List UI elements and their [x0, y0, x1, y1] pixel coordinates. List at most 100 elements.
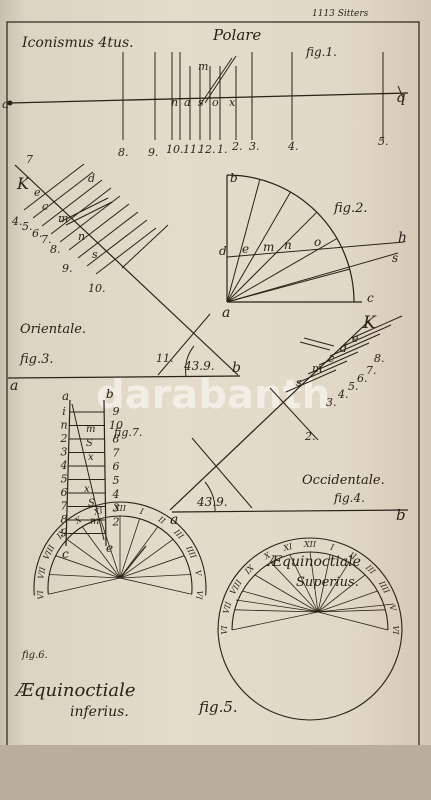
hour-label: 5. — [378, 135, 389, 148]
quadrant-ray — [226, 211, 318, 303]
fig7-c: c — [62, 547, 69, 561]
oriental-letter: c — [42, 200, 48, 213]
oriental-hour: 6. — [32, 227, 43, 240]
hour-ray — [234, 609, 319, 613]
occidental-hour: 8. — [374, 352, 385, 365]
hour-ray — [99, 518, 121, 579]
right-column-label: 10 — [109, 419, 123, 432]
ring-arc — [217, 627, 403, 721]
fig3-label: fig.3. — [19, 352, 54, 367]
style-line — [191, 437, 253, 509]
polar-heading: Polare — [212, 26, 261, 44]
fig7-label: fig.7. — [113, 426, 142, 439]
hour-ray — [66, 539, 121, 579]
oriental-hour: 10. — [88, 282, 106, 295]
oriental-k: K — [16, 174, 30, 193]
fig7-mark: S — [86, 438, 93, 449]
occidental-hour: 6. — [357, 372, 368, 385]
roman-numeral: VI — [220, 625, 229, 635]
right-column-label: 6 — [113, 460, 120, 473]
fig2-b: b — [230, 171, 238, 185]
oriental-letter: s — [92, 248, 98, 261]
hour-line — [307, 351, 359, 375]
ladder-rungs — [67, 411, 106, 534]
occidental-corner-b: b — [396, 506, 406, 524]
right-column-label: 2 — [112, 515, 120, 528]
right-column-label: 3 — [113, 502, 120, 515]
fig2-m: m — [263, 240, 274, 254]
fig2-a: a — [222, 305, 230, 321]
hour-ray — [119, 577, 192, 595]
hour-label: 12. — [198, 143, 216, 156]
fig2-o: o — [314, 235, 321, 249]
fig2-d: d — [219, 244, 227, 258]
right-column-label: 8 — [113, 433, 120, 446]
hour-label: 2. — [231, 140, 243, 153]
occidental-dial-figure: K s m c d e 3. 4. 5. 6. 7. 8. 2. Occiden… — [169, 313, 409, 528]
ring-arc — [217, 537, 403, 631]
hour-label: 3. — [249, 140, 260, 153]
hour-ray — [270, 562, 319, 613]
roman-numeral: II — [156, 514, 168, 526]
hour-line — [41, 179, 103, 227]
hour-ray — [231, 611, 319, 631]
watermark-text: darabanth — [96, 372, 330, 418]
oriental-hour: 8. — [50, 243, 61, 256]
upper-letter-a: a — [184, 96, 191, 109]
oriental-letter: m — [58, 212, 68, 225]
oriental-hour: 9. — [62, 262, 73, 275]
right-column-label: 5 — [113, 474, 120, 487]
fig2-e: e — [242, 242, 249, 256]
oriental-hour: 7. — [41, 233, 52, 246]
left-column-label: 8 — [61, 513, 68, 526]
roman-numeral: V — [387, 604, 398, 613]
occidental-hour: 7. — [366, 364, 377, 377]
hour-ray — [317, 609, 386, 613]
upper-letter-n: n — [171, 96, 178, 109]
fig2-h: h — [398, 230, 407, 246]
left-column-label: i — [62, 405, 66, 418]
fig4-label: fig.4. — [333, 491, 365, 505]
roman-numeral: V — [193, 569, 203, 578]
fig5-caption-line1: Æquinoctiale — [266, 554, 361, 570]
hour-line — [77, 211, 139, 259]
occidental-letter: d — [340, 342, 347, 355]
hour-ray — [235, 599, 319, 613]
hour-ray — [317, 554, 331, 613]
occidental-num2: 2. — [304, 430, 316, 443]
upper-letter-o: o — [212, 96, 219, 109]
oriental-letter: e — [34, 186, 41, 199]
oriental-corner-b: b — [232, 360, 241, 376]
fig1-label: fig.1. — [305, 45, 337, 59]
roman-numeral: I — [328, 542, 335, 552]
fig2-c: c — [367, 291, 374, 305]
hour-ray — [242, 590, 319, 613]
hour-line — [23, 163, 85, 211]
oriental-angle: 43.9. — [183, 359, 215, 373]
fig2-n: n — [284, 238, 292, 252]
hour-label: 4. — [287, 140, 299, 153]
equator-line — [14, 164, 239, 376]
line-dh — [226, 241, 405, 258]
occidental-letter: c — [328, 352, 334, 365]
roman-numeral: X — [73, 515, 84, 526]
oriental-hour: 5. — [22, 220, 33, 233]
fig7-a: a — [62, 389, 69, 403]
oriental-hour: 4. — [11, 215, 23, 228]
occidental-angle: 43.9. — [196, 495, 228, 509]
oriental-dial-figure: K 7 e d c m n s 4. 5. 6. 7. 8. 9. 10. 11… — [7, 153, 241, 394]
hour-ray — [289, 554, 319, 613]
hour-ray — [317, 562, 350, 613]
hour-ray — [119, 574, 191, 579]
plate-title: Iconismus 4tus. — [21, 35, 134, 51]
hour-line — [285, 369, 337, 393]
horizon-line — [171, 509, 409, 513]
hour-line — [296, 360, 348, 384]
hour-ray — [317, 603, 395, 613]
roman-numeral: I — [138, 506, 145, 516]
